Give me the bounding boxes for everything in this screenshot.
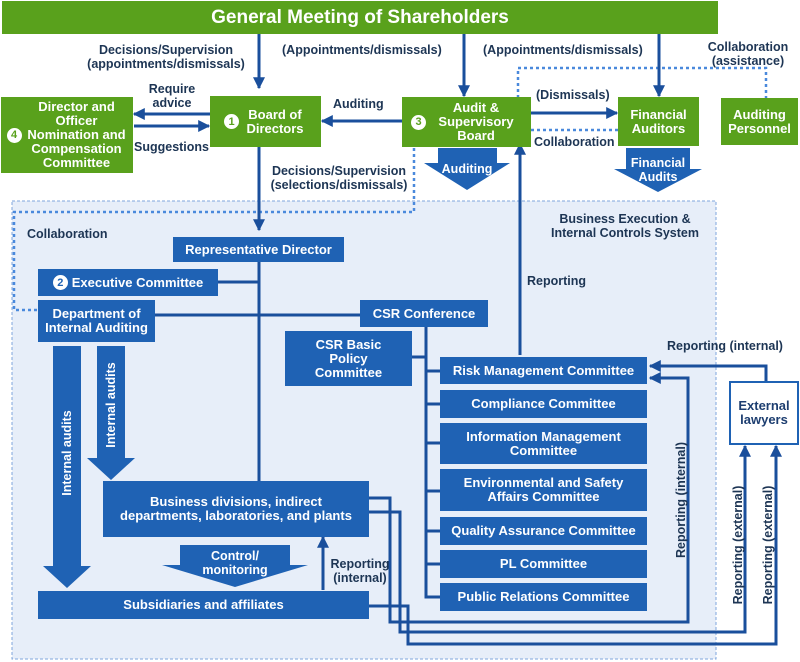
financial-auditors-box: Financial Auditors [618, 97, 699, 146]
business-divisions-label: Business divisions, indirect departments… [120, 494, 352, 523]
label-reporting-internal-vert: Reporting (internal) [674, 442, 688, 558]
dept-internal-auditing-box: Department of Internal Auditing [38, 300, 155, 342]
executive-committee-box: 2 Executive Committee [38, 269, 218, 296]
label-decisions-selections: Decisions/Supervision (selections/dismis… [270, 164, 408, 192]
financial-auditors-label: Financial Auditors [630, 106, 687, 136]
label-internal-audits-1: Internal audits [60, 410, 74, 496]
nomination-label: Director and Officer Nomination and Comp… [27, 99, 126, 170]
committee-label: PL Committee [499, 556, 588, 571]
committee-risk-management: Risk Management Committee [440, 357, 647, 384]
line-csr-spine [424, 326, 440, 599]
committee-label: Compliance Committee [471, 396, 616, 411]
label-reporting: Reporting [527, 274, 587, 288]
internal-audits-arrow-1 [43, 346, 91, 588]
committee-environmental-safety: Environmental and Safety Affairs Committ… [440, 469, 647, 511]
committee-label: Risk Management Committee [452, 362, 635, 378]
label-appointments-1: (Appointments/dismissals) [282, 43, 442, 57]
committee-pl: PL Committee [440, 550, 647, 578]
csr-basic-policy-box: CSR Basic Policy Committee [285, 331, 412, 386]
committee-label: Information Management Committee [466, 428, 621, 458]
label-internal-audits-2: Internal audits [104, 362, 118, 448]
board-number-badge: 1 [224, 114, 239, 129]
label-control-monitoring: Control/ monitoring [202, 549, 268, 577]
control-monitoring-arrow [162, 545, 308, 587]
committee-label: Environmental and Safety Affairs Committ… [463, 475, 624, 504]
shareholders-box: General Meeting of Shareholders [2, 1, 718, 34]
board-of-directors-box: 1 Board of Directors [210, 96, 321, 147]
subsidiaries-box: Subsidiaries and affiliates [38, 591, 369, 619]
label-reporting-internal-bottom: Reporting (internal) [330, 557, 390, 585]
committee-information-management: Information Management Committee [440, 423, 647, 464]
audit-board-number-badge: 3 [411, 114, 426, 130]
committee-compliance: Compliance Committee [440, 390, 647, 418]
label-reporting-external-2: Reporting (external) [761, 485, 775, 605]
arrow-lawyers-risk [648, 360, 768, 383]
arrow-business-lawyers [369, 444, 751, 634]
representative-director-box: Representative Director [173, 237, 344, 262]
shareholders-label: General Meeting of Shareholders [211, 6, 509, 28]
financial-audits-block-arrow [614, 148, 702, 192]
csr-basic-policy-label: CSR Basic Policy Committee [314, 336, 383, 380]
label-collaboration-assistance: Collaboration (assistance) [707, 40, 789, 68]
business-divisions-box: Business divisions, indirect departments… [103, 481, 369, 537]
audit-board-label: Audit & Supervisory Board [438, 100, 514, 143]
label-dismissals: (Dismissals) [536, 88, 610, 102]
auditing-personnel-box: Auditing Personnel [721, 98, 798, 145]
auditing-personnel-label: Auditing Personnel [728, 106, 791, 136]
subsidiaries-label: Subsidiaries and affiliates [123, 597, 284, 612]
csr-conference-label: CSR Conference [372, 305, 476, 321]
external-lawyers-label: External lawyers [738, 398, 790, 427]
external-lawyers-box: External lawyers [729, 381, 799, 445]
executive-committee-label: Executive Committee [71, 274, 204, 290]
label-collaboration-mid: Collaboration [534, 135, 615, 149]
executive-number-badge: 2 [52, 275, 68, 290]
csr-conference-box: CSR Conference [360, 300, 488, 327]
representative-director-label: Representative Director [185, 241, 332, 257]
nomination-committee-box: 4 Director and Officer Nomination and Co… [1, 97, 133, 173]
label-financial-audits: Financial Audits [630, 156, 686, 184]
dept-internal-auditing-label: Department of Internal Auditing [45, 306, 148, 335]
auditing-block-arrow [424, 148, 510, 190]
committee-quality-assurance: Quality Assurance Committee [440, 517, 647, 545]
collaboration-line-left [12, 142, 416, 312]
region-title: Business Execution & Internal Controls S… [551, 212, 699, 240]
nomination-number-badge: 4 [6, 127, 22, 143]
label-auditing-arrow: Auditing [333, 97, 384, 111]
committee-label: Quality Assurance Committee [451, 523, 636, 538]
label-reporting-external-1: Reporting (external) [731, 485, 745, 605]
label-auditing-big: Auditing [441, 162, 493, 176]
board-label: Board of Directors [246, 106, 304, 136]
arrow-subsidiaries-lawyers [369, 444, 782, 646]
label-require-advice: Require advice [148, 82, 196, 110]
committee-public-relations: Public Relations Committee [440, 583, 647, 611]
label-reporting-internal-top: Reporting (internal) [667, 339, 783, 353]
audit-board-box: 3 Audit & Supervisory Board [402, 97, 531, 147]
label-suggestions: Suggestions [134, 140, 210, 154]
label-appointments-2: (Appointments/dismissals) [483, 43, 643, 57]
label-collaboration-left: Collaboration [27, 227, 108, 241]
committee-label: Public Relations Committee [457, 589, 630, 604]
internal-audits-arrow-2 [87, 346, 135, 480]
arrow-business-risk [369, 372, 690, 624]
label-decisions-appointments: Decisions/Supervision (appointments/dism… [87, 43, 245, 71]
